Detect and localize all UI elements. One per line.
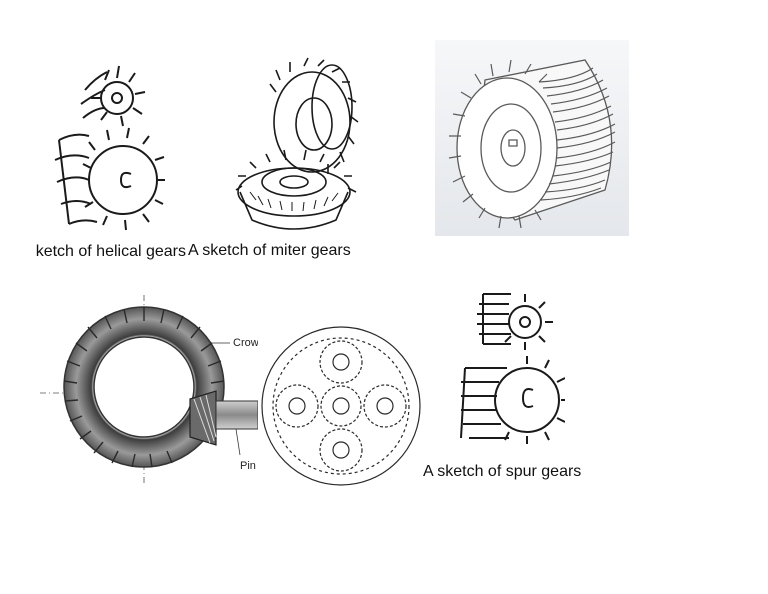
helical-gears-illustration xyxy=(45,60,165,235)
helical-gears-drawing xyxy=(54,65,165,231)
spur-gears-drawing xyxy=(460,293,565,444)
planetary-gear-drawing xyxy=(261,326,421,486)
spur-gears-caption: A sketch of spur gears xyxy=(423,463,582,480)
miter-gears-caption: A sketch of miter gears xyxy=(188,242,351,259)
spur-gears-illustration xyxy=(455,288,565,458)
crown-pinion-gear-drawing: Crow Pin xyxy=(40,295,258,485)
miter-gears-illustration xyxy=(232,52,377,230)
planetary-gear-illustration xyxy=(258,325,424,487)
crown-pinion-gear-illustration: Crow Pin xyxy=(40,295,258,485)
pinion-label: Pin xyxy=(240,460,256,472)
miter-gears-drawing xyxy=(235,57,359,230)
cad-helical-gear-drawing xyxy=(435,40,629,236)
crown-label: Crow xyxy=(233,337,258,349)
helical-gears-caption: A sketch of helical gears xyxy=(36,243,186,260)
cad-helical-gear-render xyxy=(435,40,629,236)
